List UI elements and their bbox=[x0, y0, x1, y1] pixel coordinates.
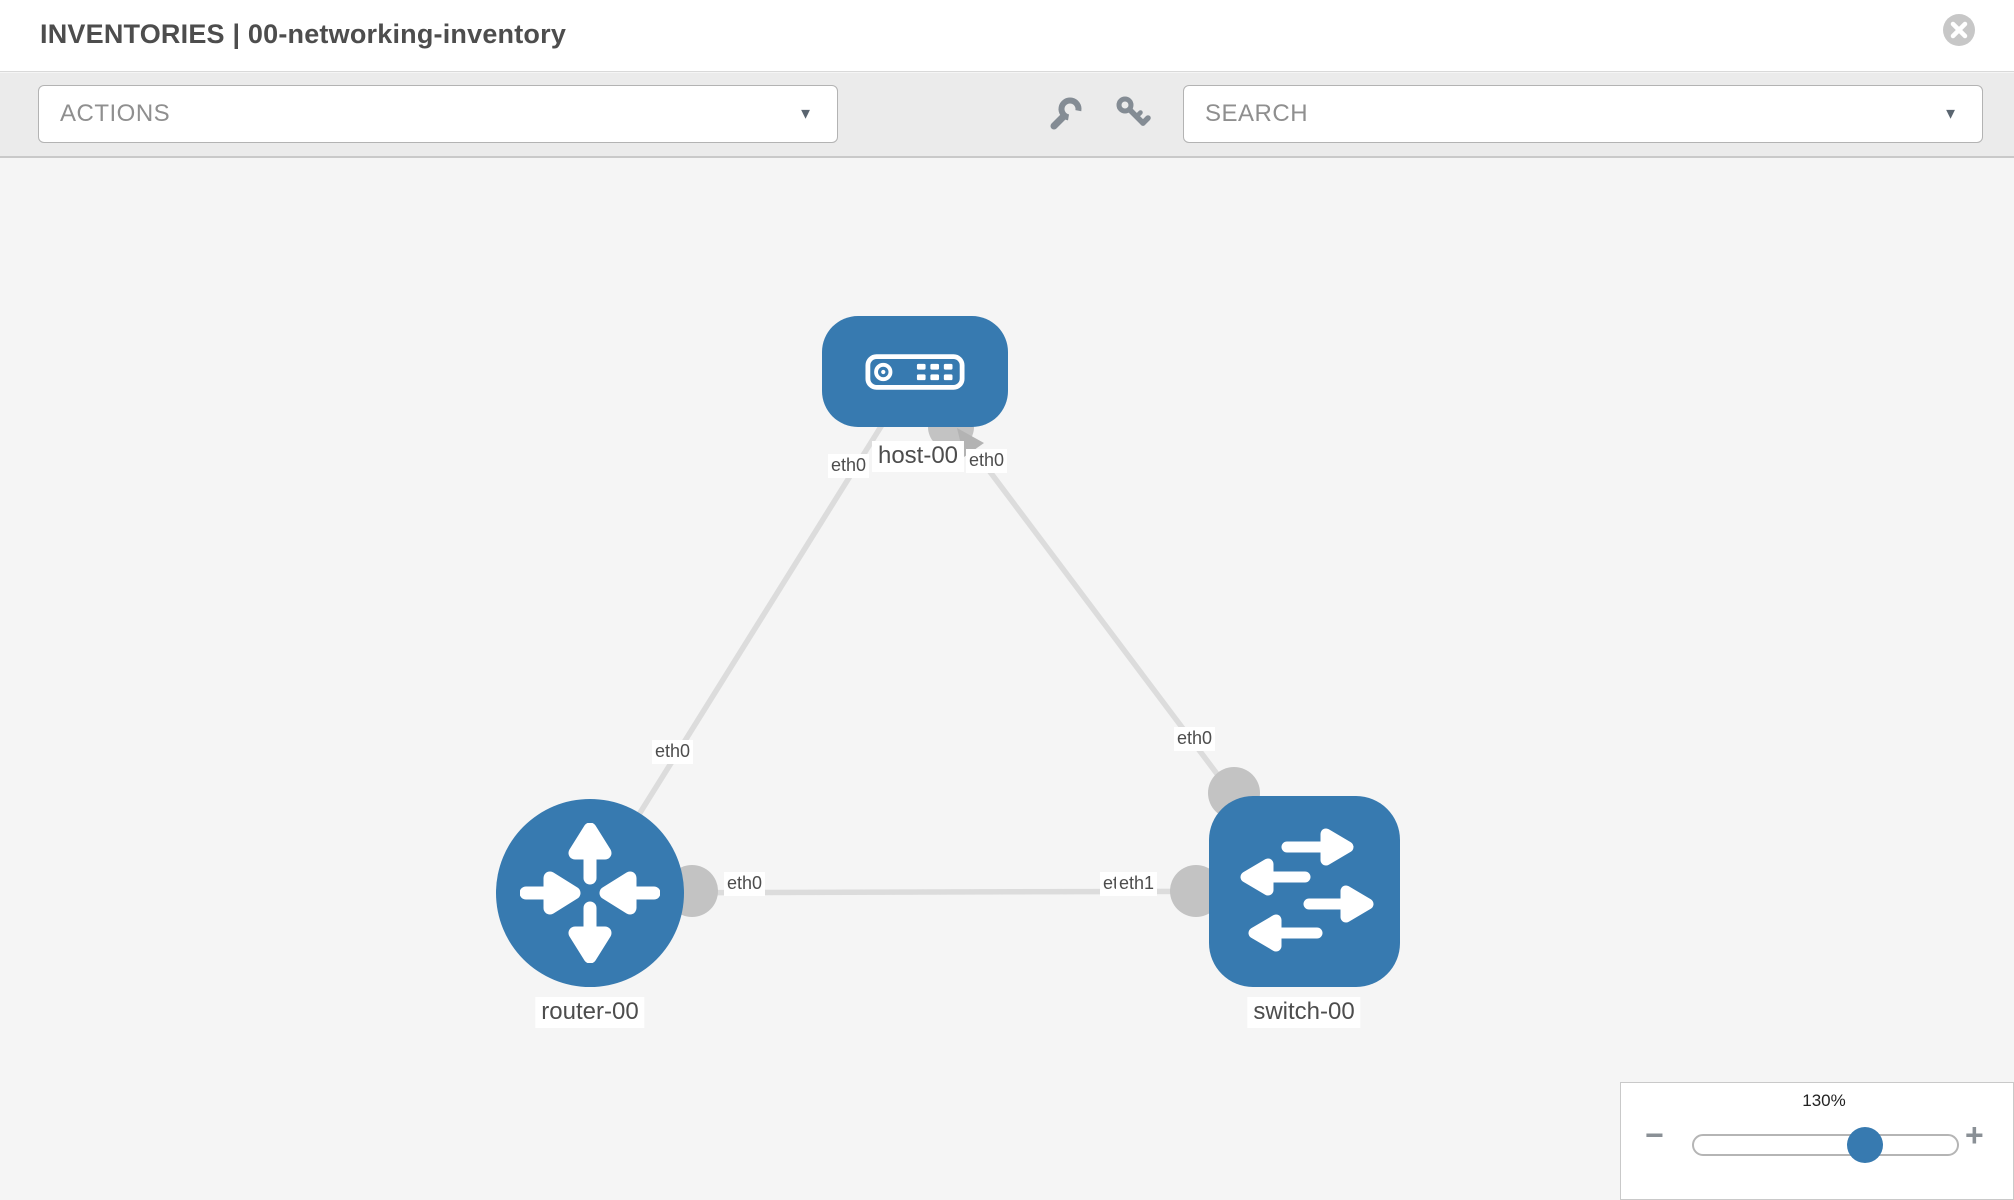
iface-label: eth0 bbox=[724, 872, 766, 896]
chevron-down-icon: ▼ bbox=[798, 105, 813, 123]
page-title: INVENTORIES | 00-networking-inventory bbox=[40, 19, 567, 49]
key-button[interactable] bbox=[1113, 93, 1153, 137]
key-icon bbox=[1116, 96, 1151, 126]
zoom-level-value: 130% bbox=[1802, 1091, 1846, 1110]
zoom-in-button[interactable]: + bbox=[1965, 1117, 1984, 1153]
close-button[interactable] bbox=[1942, 13, 1976, 47]
iface-label: eth0 bbox=[966, 449, 1008, 473]
host-server-icon bbox=[865, 353, 965, 390]
zoom-slider-handle[interactable] bbox=[1847, 1127, 1883, 1163]
zoom-slider-track[interactable] bbox=[1692, 1134, 1959, 1156]
iface-label: eth1 bbox=[1116, 872, 1158, 896]
actions-dropdown-label: ACTIONS bbox=[60, 100, 171, 127]
header-bar: INVENTORIES | 00-networking-inventory bbox=[0, 0, 2014, 72]
x-circle-icon bbox=[1943, 14, 1975, 46]
node-label-router: router-00 bbox=[535, 997, 645, 1028]
chevron-down-icon: ▼ bbox=[1943, 105, 1958, 123]
search-dropdown-label: SEARCH bbox=[1205, 100, 1309, 127]
wrench-icon bbox=[1050, 97, 1081, 130]
actions-dropdown[interactable]: ACTIONS ▼ bbox=[38, 85, 838, 143]
router-arrows-icon bbox=[520, 823, 660, 963]
zoom-out-button[interactable]: − bbox=[1645, 1117, 1664, 1153]
iface-label: eth0 bbox=[652, 740, 694, 764]
node-router-00[interactable] bbox=[496, 799, 684, 987]
toolbar: ACTIONS ▼ SEARCH ▼ bbox=[0, 73, 2014, 158]
iface-label: eth0 bbox=[828, 454, 870, 478]
node-switch-00[interactable] bbox=[1209, 796, 1400, 987]
iface-label: eth0 bbox=[1174, 727, 1216, 751]
node-label-switch: switch-00 bbox=[1247, 997, 1361, 1028]
switch-arrows-icon bbox=[1240, 828, 1374, 952]
search-dropdown[interactable]: SEARCH ▼ bbox=[1183, 85, 1983, 143]
wrench-button[interactable] bbox=[1044, 93, 1084, 137]
node-label-host: host-00 bbox=[871, 441, 965, 472]
node-host-00[interactable] bbox=[822, 316, 1008, 427]
zoom-panel: 130% − + bbox=[1620, 1082, 2014, 1200]
